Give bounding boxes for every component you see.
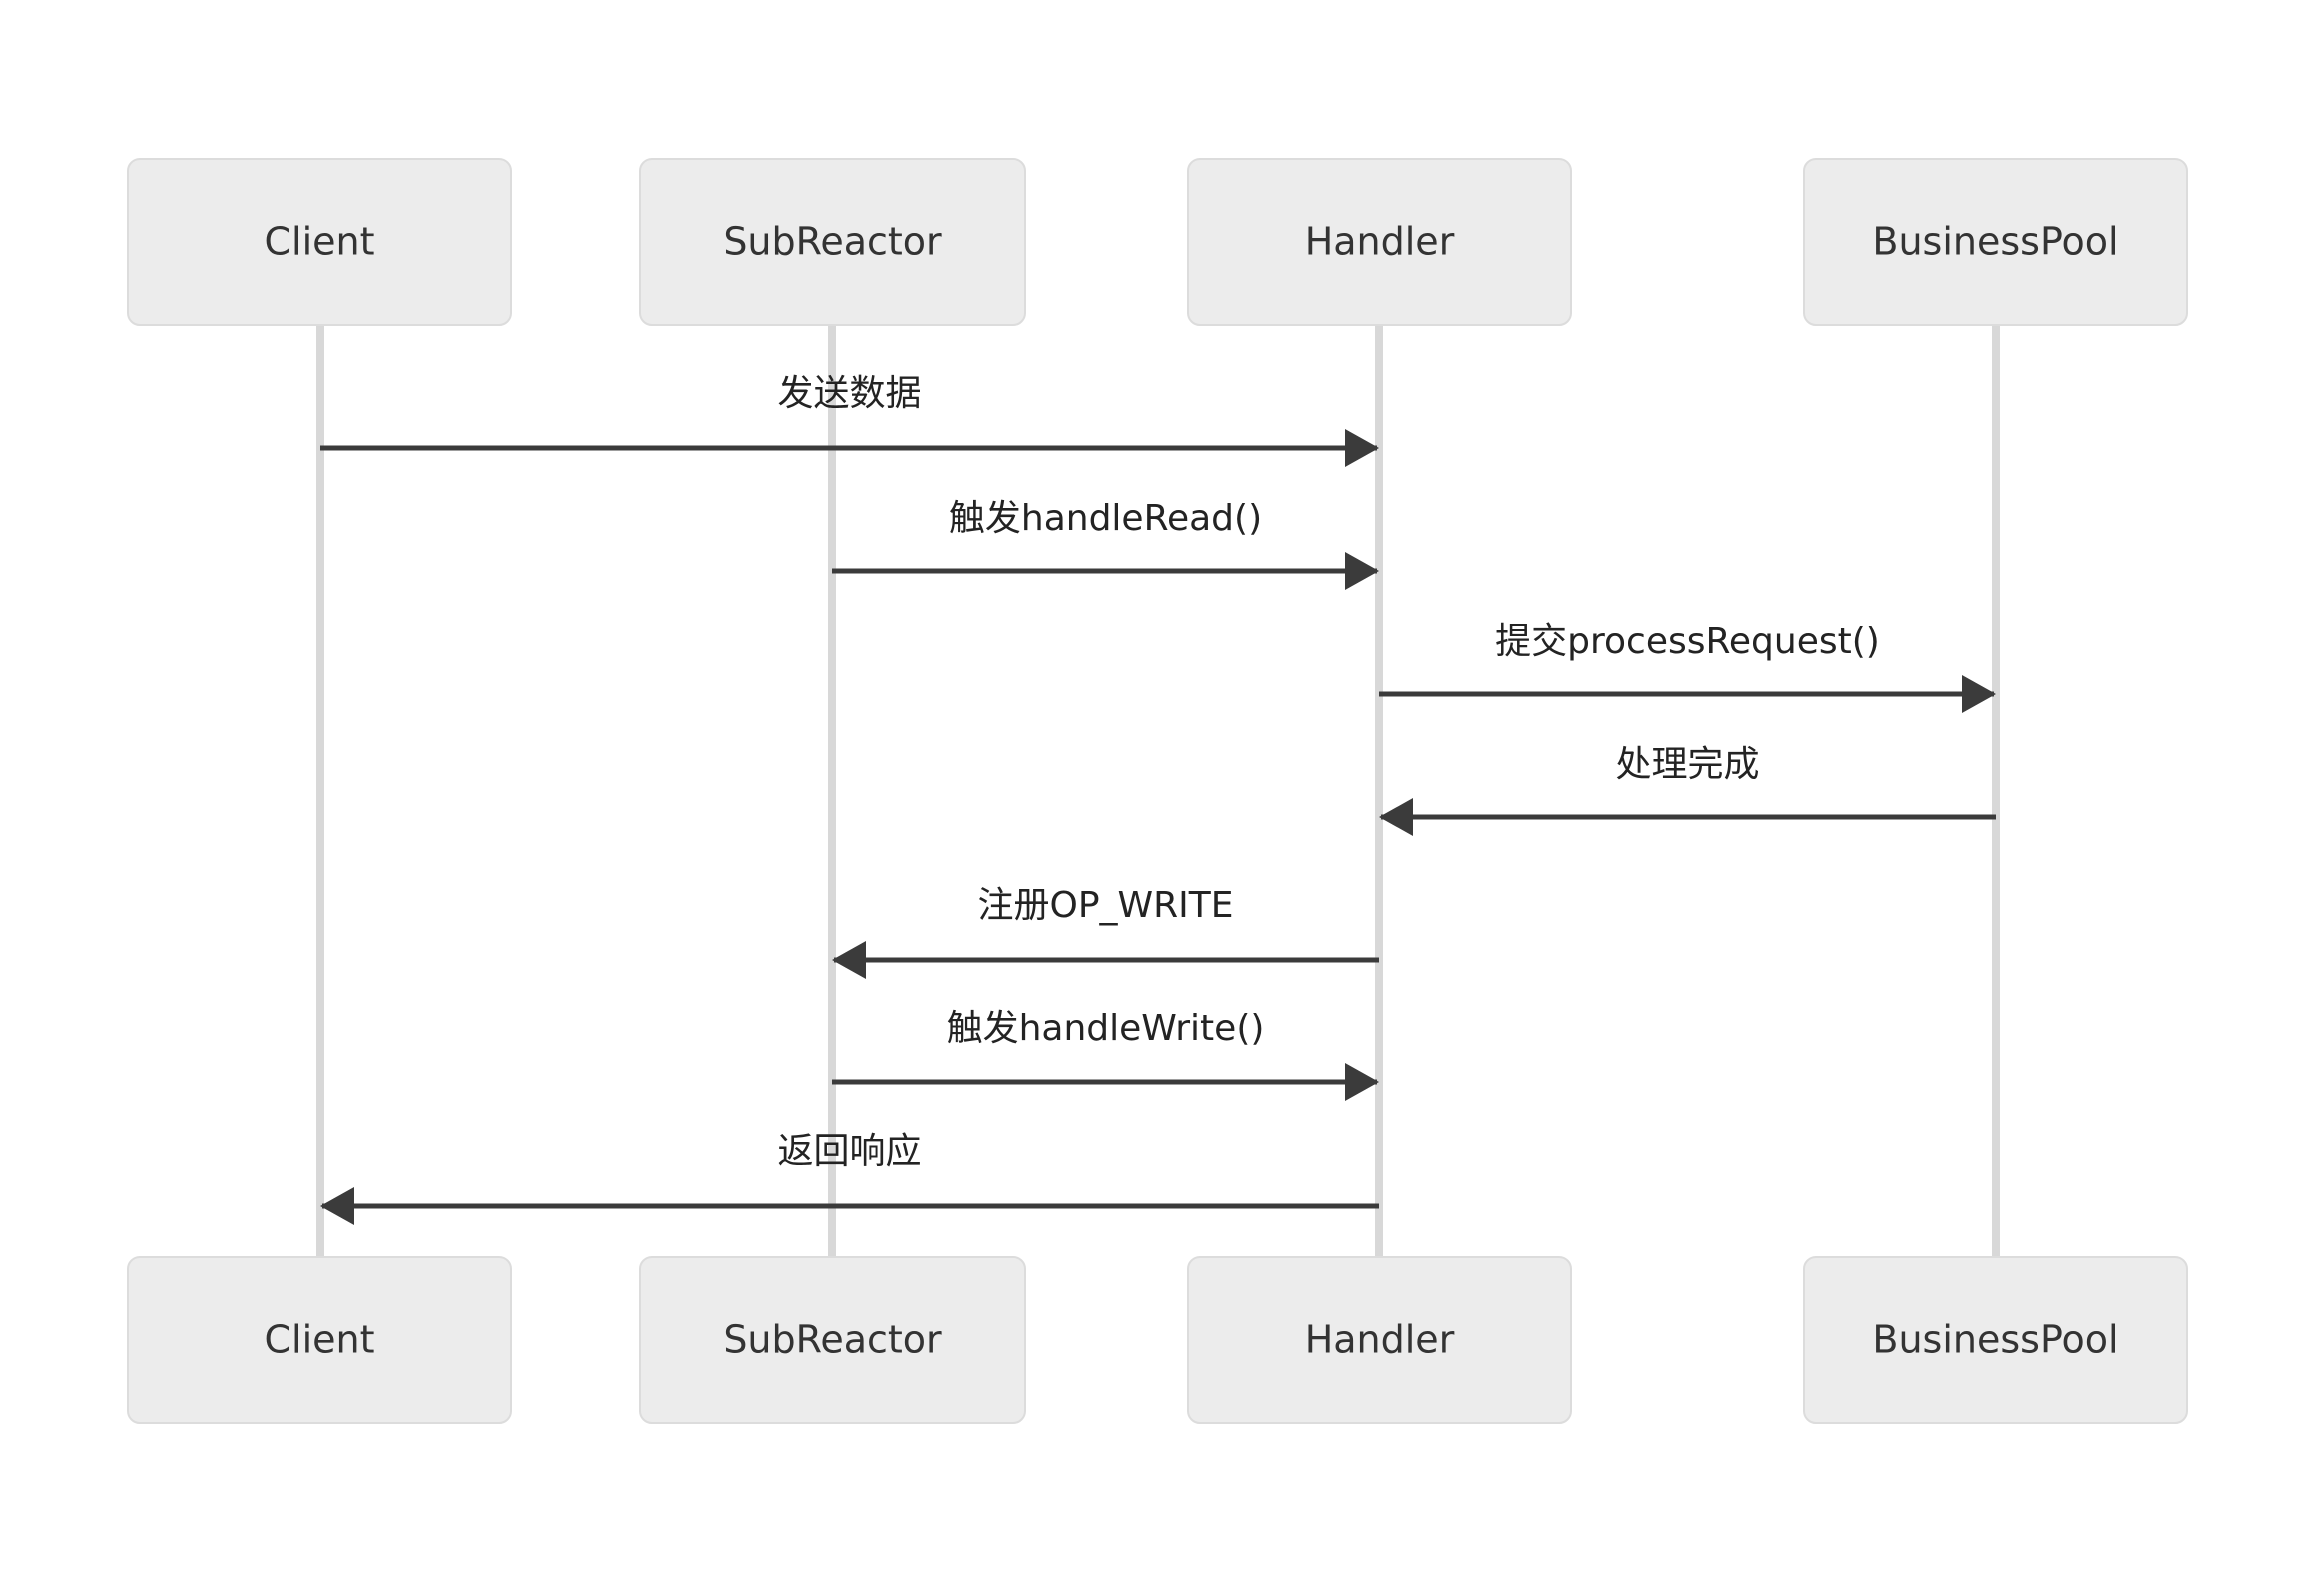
actor-label-handler: Handler (1305, 220, 1455, 264)
actor-label-businesspool: BusinessPool (1872, 1318, 2118, 1362)
actor-label-client: Client (264, 220, 374, 264)
actor-box-rect (1187, 158, 1572, 326)
message-4[interactable]: 处理完成 (1379, 744, 1996, 836)
actor-subreactor-top[interactable]: SubReactor (639, 158, 1026, 326)
message-label: 提交processRequest() (1495, 621, 1880, 662)
actor-box-rect (639, 158, 1026, 326)
arrowhead-left-icon (832, 941, 866, 979)
actor-boxes-top: Client SubReactor Handler BusinessPool (127, 158, 2188, 326)
message-label: 触发handleWrite() (947, 1008, 1265, 1049)
actor-label-client: Client (264, 1318, 374, 1362)
arrowhead-right-icon (1345, 429, 1379, 467)
actor-label-subreactor: SubReactor (723, 220, 942, 264)
actor-subreactor-bottom[interactable]: SubReactor (639, 1256, 1026, 1424)
message-label: 发送数据 (777, 373, 921, 414)
actor-label-businesspool: BusinessPool (1872, 220, 2118, 264)
actor-label-subreactor: SubReactor (723, 1318, 942, 1362)
message-7[interactable]: 返回响应 (320, 1131, 1379, 1225)
message-3[interactable]: 提交processRequest() (1379, 621, 1996, 713)
actor-box-rect (1803, 158, 2188, 326)
actor-label-handler: Handler (1305, 1318, 1455, 1362)
actor-handler-bottom[interactable]: Handler (1187, 1256, 1572, 1424)
message-6[interactable]: 触发handleWrite() (832, 1008, 1379, 1101)
arrowhead-right-icon (1345, 552, 1379, 590)
actor-box-rect (127, 1256, 512, 1424)
arrowhead-right-icon (1962, 675, 1996, 713)
actor-handler-top[interactable]: Handler (1187, 158, 1572, 326)
actor-client-top[interactable]: Client (127, 158, 512, 326)
message-1[interactable]: 发送数据 (320, 373, 1379, 467)
actor-box-rect (127, 158, 512, 326)
actor-box-rect (639, 1256, 1026, 1424)
message-label: 处理完成 (1615, 744, 1759, 785)
actor-client-bottom[interactable]: Client (127, 1256, 512, 1424)
actor-box-rect (1187, 1256, 1572, 1424)
arrowhead-right-icon (1345, 1063, 1379, 1101)
arrowhead-left-icon (320, 1187, 354, 1225)
message-label: 触发handleRead() (949, 498, 1262, 539)
message-2[interactable]: 触发handleRead() (832, 498, 1379, 590)
actor-box-rect (1803, 1256, 2188, 1424)
message-label: 返回响应 (777, 1131, 921, 1172)
actor-businesspool-top[interactable]: BusinessPool (1803, 158, 2188, 326)
arrowhead-left-icon (1379, 798, 1413, 836)
actor-boxes-bottom: Client SubReactor Handler BusinessPool (127, 1256, 2188, 1424)
message-5[interactable]: 注册OP_WRITE (832, 885, 1379, 979)
lifelines-layer (316, 325, 2000, 1257)
actor-businesspool-bottom[interactable]: BusinessPool (1803, 1256, 2188, 1424)
message-label: 注册OP_WRITE (977, 885, 1233, 926)
